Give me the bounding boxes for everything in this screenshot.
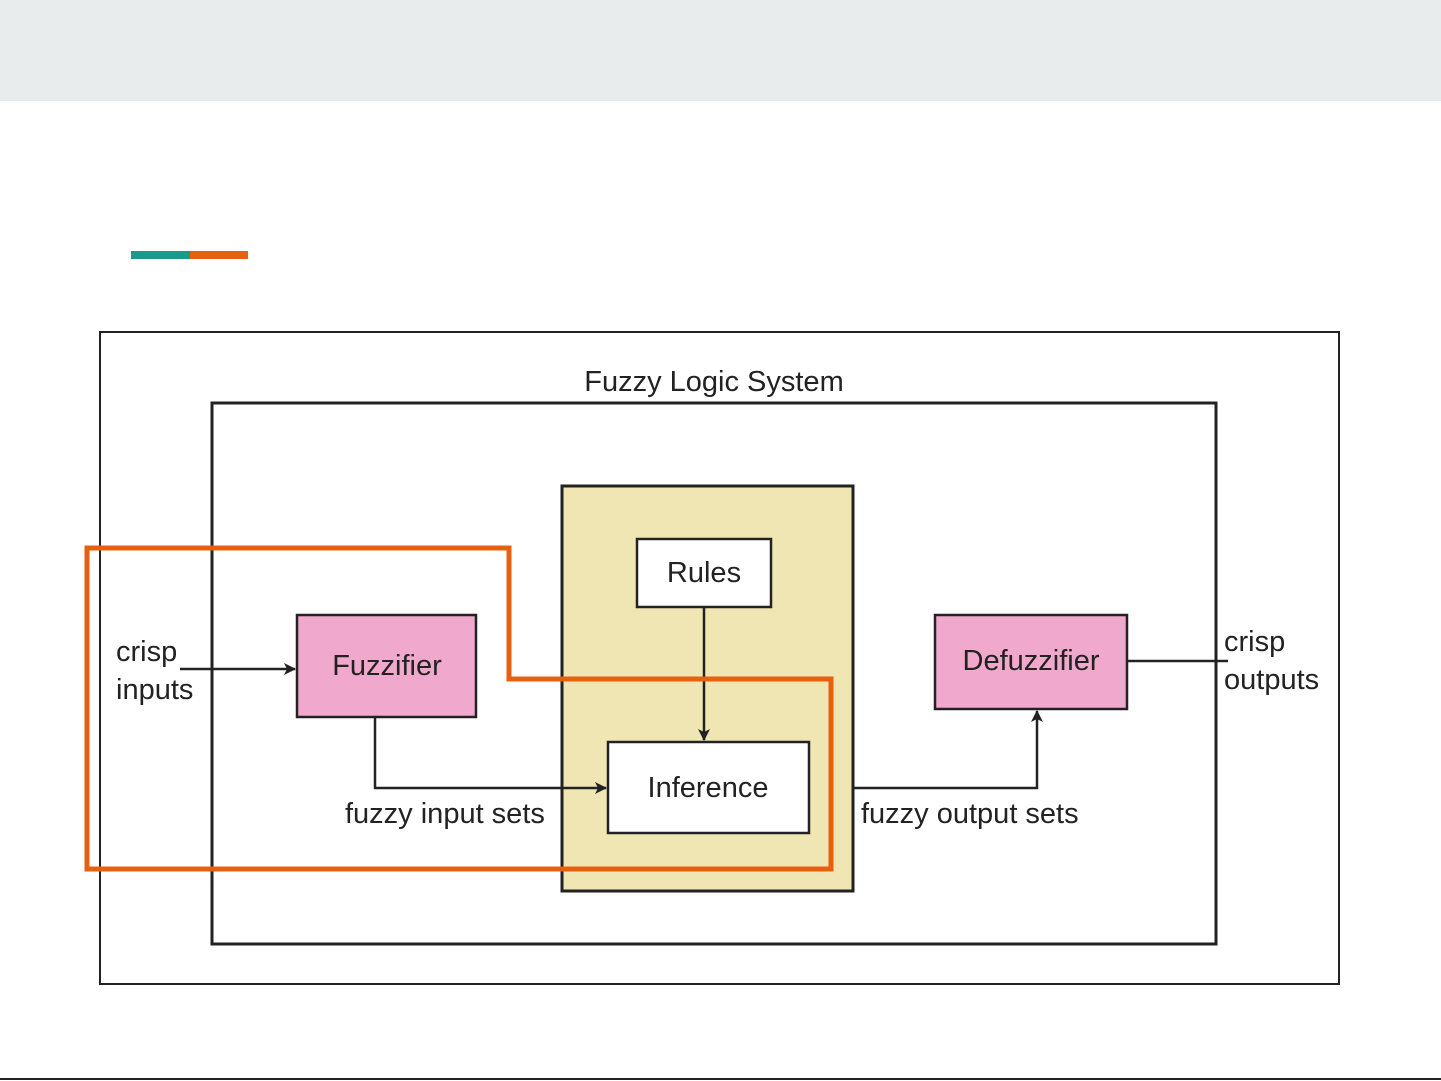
fuzzy-input-sets-label: fuzzy input sets	[345, 798, 545, 830]
inference-label: Inference	[648, 772, 769, 804]
fuzzifier-label: Fuzzifier	[332, 650, 442, 682]
fuzzy-output-sets-label: fuzzy output sets	[861, 798, 1079, 830]
crisp-outputs-line1: crisp	[1224, 626, 1285, 658]
bottom-rule	[0, 1078, 1441, 1080]
crisp-inputs-line2: inputs	[116, 674, 193, 706]
rules-label: Rules	[667, 557, 741, 589]
system-title: Fuzzy Logic System	[584, 366, 843, 398]
crisp-outputs-line2: outputs	[1224, 664, 1319, 696]
defuzzifier-label: Defuzzifier	[963, 645, 1100, 677]
crisp-inputs-line1: crisp	[116, 636, 177, 668]
